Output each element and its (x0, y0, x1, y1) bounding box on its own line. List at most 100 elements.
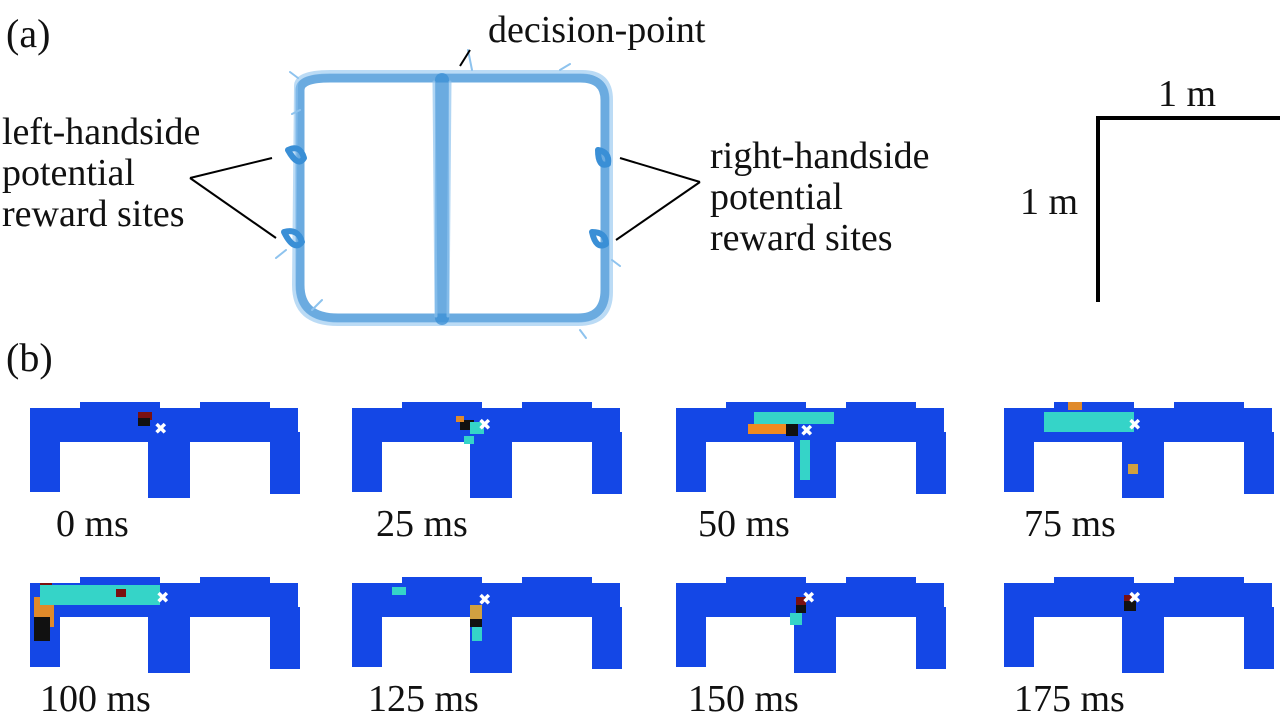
maze-cell-block (1174, 577, 1244, 587)
maze-cell-block (726, 402, 806, 412)
position-marker-icon: ✖ (156, 588, 169, 607)
position-marker-icon: ✖ (1128, 588, 1141, 607)
maze-cell-block (270, 607, 300, 669)
heatmap-frame: ✖ (676, 402, 946, 498)
maze-cell-block (352, 432, 382, 492)
heatmap-hotspot (392, 587, 406, 595)
heatmap-hotspot (1044, 412, 1134, 432)
position-marker-icon: ✖ (154, 419, 167, 438)
heatmap-hotspot (790, 613, 802, 625)
heatmap-frame: ✖ (352, 577, 622, 673)
panel-b-label-text: (b) (6, 335, 53, 380)
position-marker-icon: ✖ (478, 590, 491, 609)
panel-a-label: (a) (6, 14, 50, 54)
heatmap-hotspot (800, 440, 810, 480)
maze-cell-block (200, 577, 270, 587)
maze-cell-block (80, 402, 160, 412)
maze-cell-block (726, 577, 806, 587)
heatmap-hotspot (34, 617, 50, 641)
maze-trace-outer-fuzz (292, 70, 613, 326)
maze-cell-block (1054, 402, 1134, 412)
frame-time-label: 25 ms (376, 503, 468, 545)
heatmap-hotspot (1068, 402, 1082, 410)
maze-cell-block (148, 432, 190, 498)
heatmap-hotspot (472, 627, 482, 641)
maze-cell-block (1244, 432, 1274, 494)
maze-cell-block (522, 577, 592, 587)
heatmap-hotspot (1124, 601, 1136, 611)
annotation-lines (189, 49, 701, 241)
heatmap-frame: ✖ (352, 402, 622, 498)
left-reward-blob-bottom (281, 228, 305, 249)
heatmap-hotspot (796, 597, 806, 607)
maze-cell-block (402, 577, 482, 587)
decision-point-label: decision-point (488, 9, 706, 51)
frame-time-label: 150 ms (688, 678, 799, 720)
frame-time-label: 75 ms (1024, 503, 1116, 545)
maze-cell-block (1122, 607, 1164, 673)
right-pointer-lower (615, 181, 701, 241)
heatmap-hotspot (470, 422, 484, 434)
frame-time-label: 100 ms (40, 678, 151, 720)
left-pointer-upper (189, 157, 273, 179)
maze-cell-block (1054, 577, 1134, 587)
maze-cell-block (1004, 432, 1034, 492)
frame-time-label: 125 ms (368, 678, 479, 720)
heatmap-hotspot (456, 416, 464, 422)
right-reward-sites-label: right-handside potential reward sites (710, 135, 930, 260)
maze-cell-block (402, 402, 482, 412)
maze-cell-block (1244, 607, 1274, 669)
maze-cell-block (846, 577, 916, 587)
right-reward-blob-top (595, 147, 612, 168)
heatmap-hotspot (116, 589, 126, 597)
panel-a-label-text: (a) (6, 11, 51, 56)
heatmap-hotspot (796, 605, 806, 613)
maze-cell-block (1174, 402, 1244, 412)
left-reward-sites-label: left-handside potential reward sites (2, 111, 201, 236)
maze-cell-block (916, 432, 946, 494)
right-pointer-upper (619, 157, 701, 183)
frame-time-label: 0 ms (56, 503, 129, 545)
maze-cell-block (200, 402, 270, 412)
heatmap-hotspot (138, 412, 152, 420)
maze-cell-block (592, 432, 622, 494)
heatmap-hotspot (470, 605, 482, 619)
scale-vertical-label: 1 m (1020, 181, 1079, 223)
maze-cell-block (846, 402, 916, 412)
maze-cell-block (592, 607, 622, 669)
maze-cell-block (676, 432, 706, 492)
heatmap-hotspot (1124, 595, 1134, 603)
heatmap-hotspot (786, 422, 798, 436)
heatmap-hotspot (460, 420, 474, 430)
trace-noise (275, 49, 621, 339)
maze-cell-block (30, 432, 60, 492)
maze-cell-block (1004, 607, 1034, 667)
scale-bar (1096, 116, 1280, 302)
heatmap-hotspot (470, 619, 482, 627)
heatmap-frame: ✖ (676, 577, 946, 673)
maze-cell-block (270, 432, 300, 494)
decision-point-pointer (459, 49, 471, 67)
maze-cell-block (522, 402, 592, 412)
heatmap-hotspot (138, 418, 150, 426)
maze-cell-block (470, 432, 512, 498)
heatmap-hotspot (754, 412, 834, 424)
heatmap-hotspot (40, 585, 160, 605)
heatmap-hotspot (748, 424, 798, 434)
position-marker-icon: ✖ (478, 415, 491, 434)
frame-time-label: 175 ms (1014, 678, 1125, 720)
heatmap-frames: ✖ ✖ ✖ ✖ ✖ ✖ ✖ ✖ (30, 402, 1274, 673)
position-marker-icon: ✖ (800, 421, 813, 440)
maze-cell-block (916, 607, 946, 669)
heatmap-frame: ✖ (30, 402, 300, 498)
panel-b-label: (b) (6, 338, 53, 378)
maze-trajectory (275, 49, 621, 339)
position-marker-icon: ✖ (802, 588, 815, 607)
heatmap-hotspot (1128, 464, 1138, 474)
scale-horizontal-label: 1 m (1158, 73, 1217, 115)
heatmap-hotspot (464, 436, 474, 444)
right-reward-blob-bottom (589, 229, 609, 249)
position-marker-icon: ✖ (1128, 415, 1141, 434)
left-reward-blob-top (285, 145, 307, 165)
